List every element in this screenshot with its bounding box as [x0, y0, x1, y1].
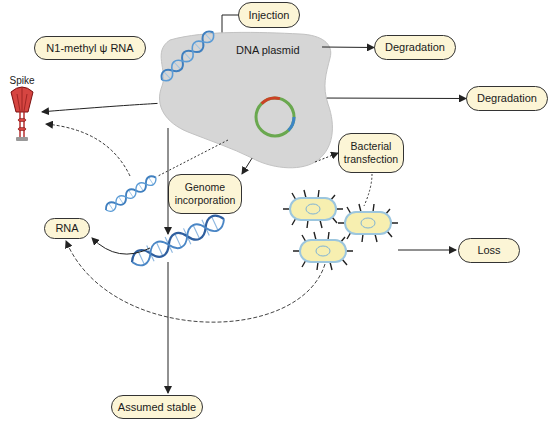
bacterium-plasmid: [316, 246, 330, 256]
flagella: [283, 190, 343, 228]
process-box: N1-methyl ψ RNA: [34, 36, 146, 60]
spike-icon: [11, 87, 33, 141]
flow-arrow: [168, 262, 169, 393]
node-label: Bacterial transfection: [343, 140, 399, 166]
flow-arrow: [327, 98, 466, 99]
node-label: RNA: [55, 222, 78, 235]
helix-strand: [129, 212, 227, 269]
process-box: Assumed stable: [111, 395, 203, 419]
flow-arrow: [242, 158, 252, 174]
bacterium-plasmid: [306, 204, 320, 214]
flow-arrow: [322, 46, 374, 48]
node-label: Assumed stable: [118, 401, 196, 414]
dna-helix: [128, 211, 227, 270]
helix-rungs: [109, 177, 154, 210]
spike-detail: [17, 88, 27, 111]
process-box: Degradation: [374, 35, 456, 60]
helix-strand: [104, 174, 159, 214]
flagella: [338, 204, 398, 242]
flow-arrow: [92, 238, 150, 254]
rna-strand: [104, 174, 159, 214]
process-box: Injection: [238, 2, 300, 28]
process-box: Bacterial transfection: [338, 133, 404, 173]
spike-ring: [18, 118, 26, 121]
node-label: Injection: [249, 9, 290, 22]
spike-stalk: [20, 112, 24, 138]
node-label: N1-methyl ψ RNA: [46, 42, 133, 55]
node-label: Genome incorporation: [173, 181, 237, 207]
helix-strand: [129, 212, 227, 269]
node-label: DNA plasmid: [236, 44, 300, 57]
dashed-arrow: [66, 241, 325, 322]
helix-rungs: [138, 216, 219, 266]
process-box: Degradation: [466, 86, 548, 111]
flow-arrow: [398, 250, 456, 251]
spike-node: Spike: [2, 74, 42, 144]
dashed-arrow: [46, 124, 130, 176]
node-label: Loss: [477, 244, 500, 257]
node-label: Degradation: [385, 41, 445, 54]
node-label: Spike: [9, 74, 34, 87]
flow-arrow: [222, 15, 238, 32]
spike-base: [16, 137, 28, 141]
helix-strand: [104, 174, 159, 214]
bacterium: [283, 190, 343, 228]
flow-arrow: [315, 153, 338, 162]
bacterium-body: [345, 212, 391, 234]
dotted-leader: [364, 174, 372, 206]
spike-ring: [18, 127, 26, 130]
blob-shape: [160, 32, 333, 167]
process-box: Genome incorporation: [168, 174, 242, 214]
process-box: RNA: [44, 218, 90, 239]
spike-head: [11, 87, 33, 112]
process-box: Loss: [458, 238, 520, 263]
flagella: [293, 232, 353, 270]
bacterium-plasmid: [361, 218, 375, 228]
bacterium-body: [300, 240, 346, 262]
dotted-leader: [158, 140, 228, 176]
plasmid-blob: DNA plasmid: [150, 28, 338, 173]
node-label: Degradation: [477, 92, 537, 105]
bacterium-body: [290, 198, 336, 220]
bacterium: [338, 204, 398, 242]
bacterium: [293, 232, 353, 270]
flow-arrow: [42, 103, 158, 111]
